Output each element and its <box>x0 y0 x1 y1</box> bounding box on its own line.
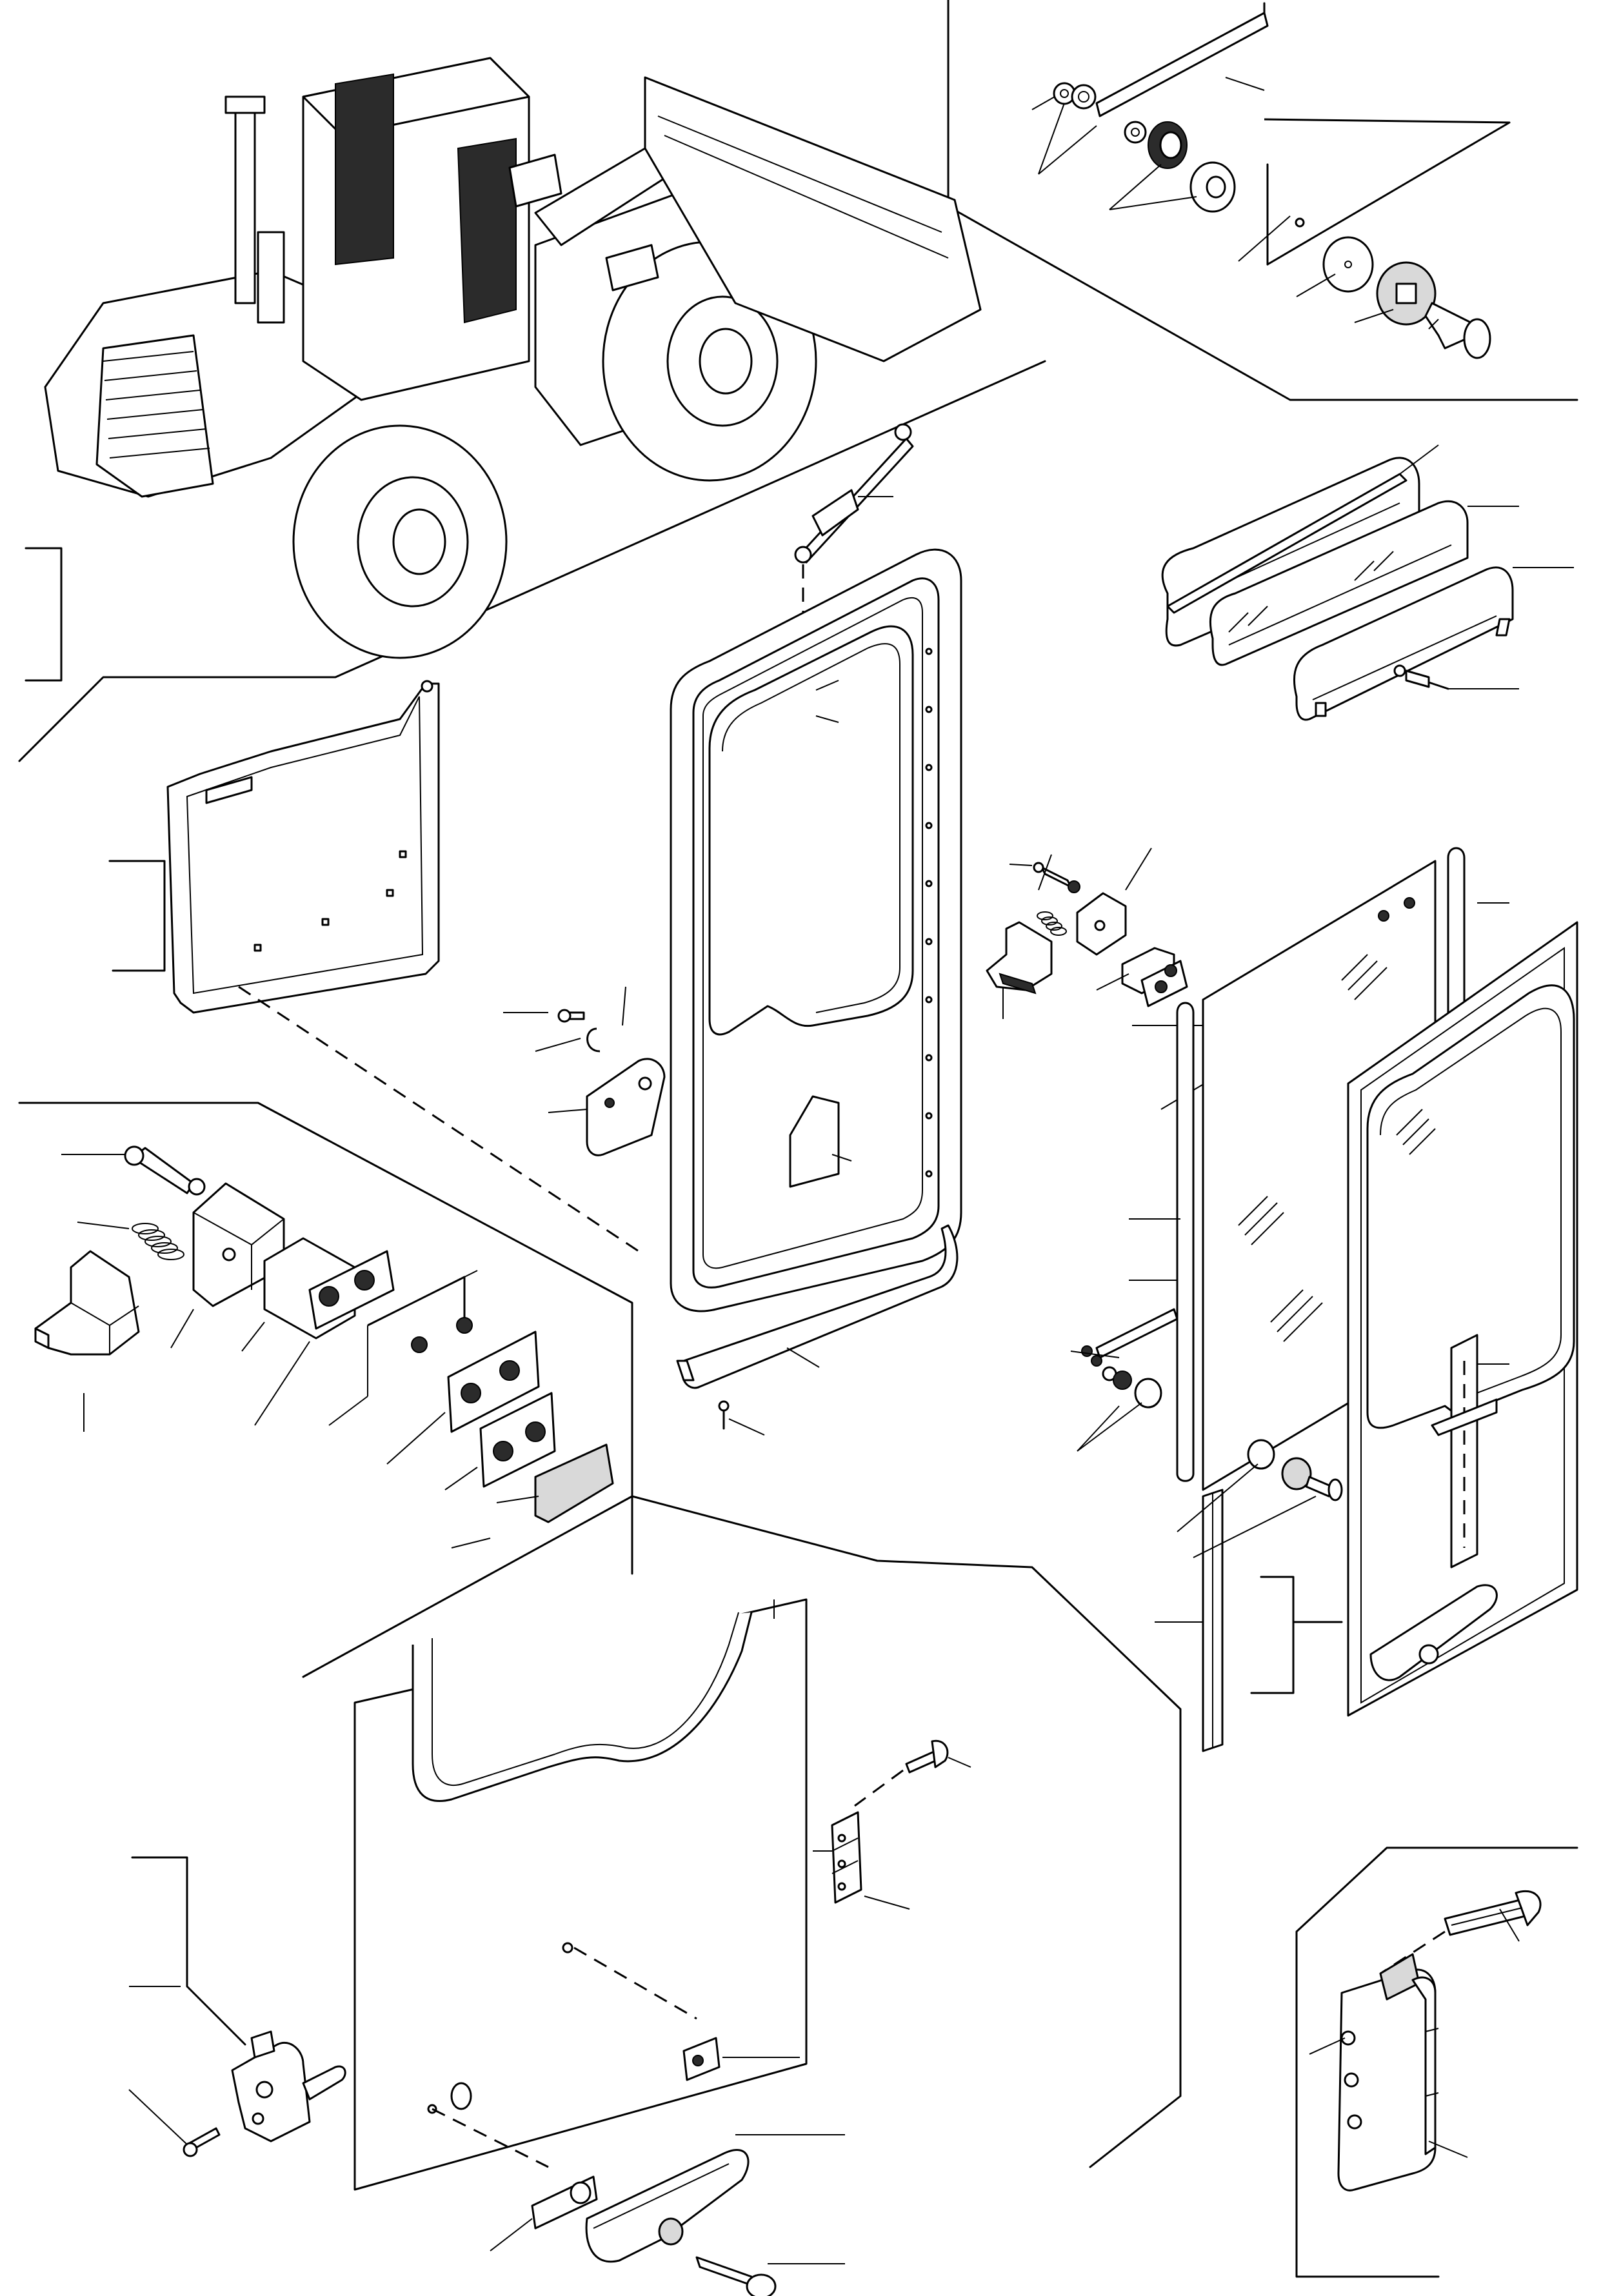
wheel-loader-icon <box>44 57 982 659</box>
door-frame <box>670 423 962 1436</box>
hinge-detail <box>1309 1890 1542 2192</box>
section-dividers <box>18 0 1578 2278</box>
door-panel-icon <box>166 680 639 1252</box>
glass-pane-icon <box>1081 473 1578 1752</box>
latch-detail <box>34 1145 614 1549</box>
wheel-loader-overview <box>25 57 982 682</box>
door-frame-icon <box>670 423 962 1430</box>
sliding-glass-assembly <box>1070 473 1578 1752</box>
glass-slide-rollers <box>1031 2 1511 359</box>
door-handle-icon <box>183 1598 949 2296</box>
striker-plate <box>503 986 666 1156</box>
roller-assembly-icon <box>1053 2 1511 359</box>
latch-icon <box>34 1145 614 1523</box>
hinge-icon <box>1337 1890 1542 2192</box>
inner-door-panel <box>108 680 639 1252</box>
door-skin-and-handle <box>128 1598 971 2296</box>
